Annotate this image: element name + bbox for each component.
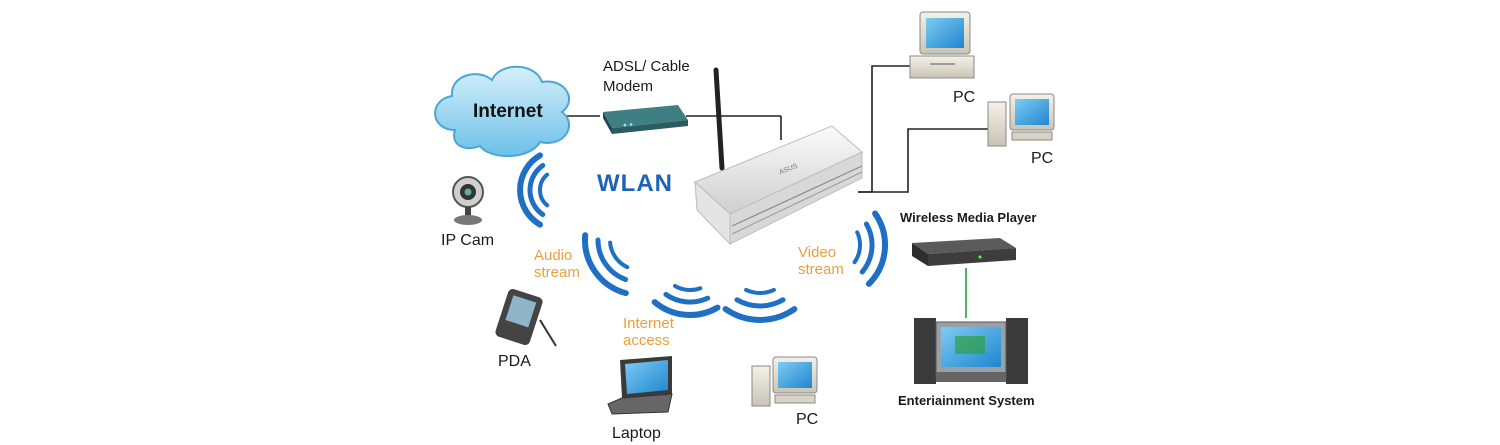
wave-arc-9	[673, 284, 703, 292]
modem-icon	[603, 105, 688, 134]
internet-access-label-line1: Internet	[623, 315, 674, 332]
wave-arc-15	[852, 230, 863, 265]
audio-stream-label-line1: Audio	[534, 247, 573, 264]
wave-arc-6	[608, 240, 630, 270]
wave-arc-8	[663, 291, 711, 305]
wave-arc-3	[537, 172, 550, 208]
wave-arc-7	[651, 299, 721, 318]
internet-cloud-icon	[434, 65, 571, 158]
internet-label: Internet	[473, 101, 543, 122]
ip-cam-icon	[452, 176, 484, 225]
wave-arc-5	[595, 237, 629, 282]
wave-arc-4	[582, 232, 629, 297]
wave-arc-14	[859, 221, 875, 275]
pc-top-label: PC	[953, 89, 976, 106]
video-stream-label-line1: Video	[798, 244, 837, 261]
audio-stream-label-line2: stream	[534, 264, 580, 281]
laptop-icon	[607, 356, 673, 415]
wlan-label: WLAN	[597, 170, 673, 197]
pda-icon	[495, 288, 557, 347]
pda-label: PDA	[498, 353, 531, 370]
pc-bottom-label: PC	[796, 411, 819, 428]
wave-arc-11	[734, 297, 786, 309]
entertainment-system-icon	[914, 318, 1028, 384]
connection-lines	[560, 65, 990, 193]
wave-arc-12	[744, 287, 776, 295]
internet-access-label-line2: access	[623, 332, 670, 349]
pc-bottom-icon	[751, 356, 818, 407]
ip-cam-label: IP Cam	[441, 232, 495, 249]
wave-arc-2	[527, 162, 546, 218]
pc-right-label: PC	[1031, 150, 1054, 167]
pc-right-icon	[987, 93, 1055, 147]
wireless-media-player-label: Wireless Media Player	[900, 210, 1037, 225]
laptop-label: Laptop	[612, 425, 661, 442]
pc-top-icon	[909, 11, 975, 79]
modem-label-line2: Modem	[603, 78, 654, 95]
video-stream-label-line2: stream	[798, 261, 844, 278]
modem-label-line1: ADSL/ Cable	[603, 58, 690, 75]
entertainment-system-label: Enteriainment System	[898, 393, 1035, 408]
router-icon	[694, 67, 863, 246]
wlan-waves	[517, 152, 888, 323]
wave-arc-13	[865, 210, 888, 287]
media-player-icon	[912, 238, 1016, 266]
wave-arc-1	[517, 152, 543, 228]
wave-arc-10	[722, 306, 798, 323]
